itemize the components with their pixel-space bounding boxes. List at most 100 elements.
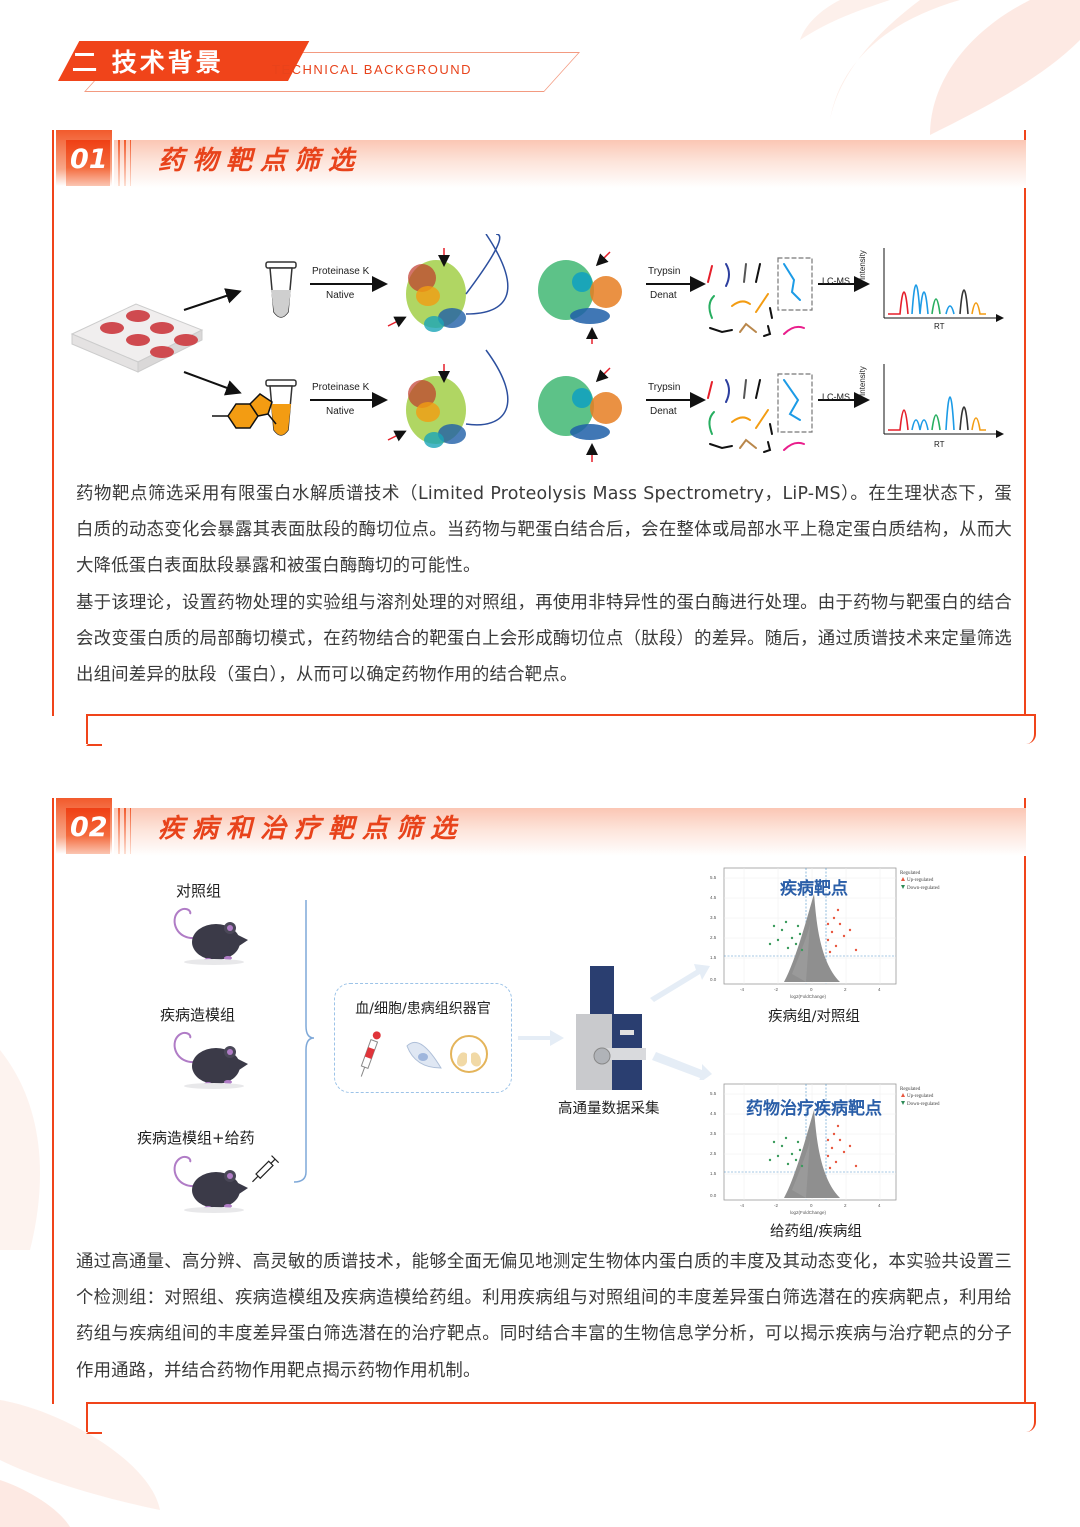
- mouse-icon-disease: [173, 1031, 249, 1090]
- section-head-band: [114, 808, 1026, 856]
- svg-text:2: 2: [844, 987, 847, 992]
- syringe-icon: [252, 1155, 280, 1183]
- label-rt: RT: [934, 322, 945, 331]
- svg-text:0.0: 0.0: [710, 977, 717, 982]
- drug-molecule-icon: [212, 393, 277, 429]
- sample-types-box: 血/细胞/患病组织器官: [334, 983, 512, 1093]
- peptide-fragments-drug: [707, 373, 813, 453]
- svg-text:1.5: 1.5: [710, 955, 717, 960]
- group-label-disease-model-drug: 疾病造模组+给药: [137, 1129, 255, 1147]
- label-intensity: Intensity: [858, 366, 867, 396]
- label-native: Native: [326, 406, 355, 417]
- protein-structure-cleaved-control: [538, 251, 622, 344]
- svg-text:Down-regulated: Down-regulated: [907, 1102, 940, 1107]
- label-lc-ms: LC-MS: [822, 276, 851, 286]
- instrument-label: 高通量数据采集: [558, 1101, 660, 1117]
- page-title: 二 技术背景: [72, 48, 224, 77]
- card-border: [52, 130, 1026, 716]
- svg-text:-4: -4: [740, 1203, 744, 1208]
- decor-stripes: [118, 808, 138, 854]
- chromatogram-control: [883, 248, 1004, 322]
- leaf-decoration-left: [0, 1050, 40, 1250]
- svg-text:4: 4: [878, 1203, 881, 1208]
- svg-text:5.5: 5.5: [710, 1091, 717, 1096]
- label-denat: Denat: [650, 406, 677, 417]
- label-trypsin: Trypsin: [648, 266, 681, 277]
- section-body: 药物靶点筛选采用有限蛋白水解质谱技术（Limited Proteolysis M…: [76, 476, 1012, 693]
- section-title: 疾病和治疗靶点筛选: [158, 814, 465, 844]
- protein-structure-native-drug: [387, 349, 509, 448]
- svg-text:-2: -2: [774, 987, 778, 992]
- decor-stripes: [118, 140, 138, 186]
- svg-text:Regulated: Regulated: [900, 871, 921, 876]
- protein-structure-native-control: [387, 234, 509, 332]
- svg-text:4.5: 4.5: [710, 895, 717, 900]
- mouse-groups-illustration: [173, 900, 315, 1214]
- volcano-caption-treatment: 给药组/疾病组: [770, 1224, 862, 1240]
- peptide-fragments-control: [707, 257, 813, 337]
- volcano-caption-disease: 疾病组/对照组: [768, 1009, 860, 1025]
- section-number-badge: 02: [56, 798, 116, 854]
- svg-text:3.5: 3.5: [710, 915, 717, 920]
- label-proteinase-k: Proteinase K: [312, 266, 370, 277]
- svg-text:2.5: 2.5: [710, 935, 717, 940]
- volcano-title-disease: 疾病靶点: [780, 879, 848, 899]
- svg-text:2: 2: [844, 1203, 847, 1208]
- svg-text:log2(FoldChange): log2(FoldChange): [790, 1210, 827, 1215]
- flow-arrows: [518, 964, 712, 1080]
- protein-structure-cleaved-drug: [538, 367, 622, 462]
- svg-text:log2(FoldChange): log2(FoldChange): [790, 994, 827, 999]
- paragraph: 基于该理论，设置药物处理的实验组与溶剂处理的对照组，再使用非特异性的蛋白酶进行处…: [76, 592, 1012, 686]
- leaf-decoration-top-right: [800, 0, 1080, 135]
- cell-icon: [406, 1041, 442, 1069]
- svg-text:Up-regulated: Up-regulated: [907, 1094, 934, 1099]
- card-fold: [86, 1402, 1036, 1434]
- svg-text:Regulated: Regulated: [900, 1087, 921, 1092]
- svg-text:-2: -2: [774, 1203, 778, 1208]
- label-lc-ms: LC-MS: [822, 392, 851, 402]
- svg-text:5.5: 5.5: [710, 875, 717, 880]
- svg-text:2.5: 2.5: [710, 1151, 717, 1156]
- section-disease-treatment-target-screening: 02 疾病和治疗靶点筛选 通过高通量、高分辨、高灵敏的质谱技术，能够全面无偏见地…: [52, 798, 1036, 1434]
- paragraph: 通过高通量、高分辨、高灵敏的质谱技术，能够全面无偏见地测定生物体内蛋白质的丰度及…: [76, 1252, 1012, 1381]
- label-denat: Denat: [650, 290, 677, 301]
- section-drug-target-screening: 01 药物靶点筛选: [52, 130, 1036, 746]
- lip-ms-workflow-diagram: [70, 234, 1004, 462]
- volcano-title-treatment: 药物治疗疾病靶点: [746, 1099, 882, 1119]
- chromatogram-drug: [883, 364, 1004, 438]
- blood-syringe-icon: [360, 1031, 381, 1077]
- svg-text:3.5: 3.5: [710, 1131, 717, 1136]
- sample-icons: [360, 1031, 488, 1077]
- label-proteinase-k: Proteinase K: [312, 382, 370, 393]
- label-native: Native: [326, 290, 355, 301]
- group-bracket: [293, 900, 315, 1183]
- svg-text:Up-regulated: Up-regulated: [907, 878, 934, 883]
- svg-text:1.5: 1.5: [710, 1171, 717, 1176]
- page-subtitle-en: TECHNICAL BACKGROUND: [272, 62, 472, 77]
- svg-text:0: 0: [810, 1203, 813, 1208]
- label-trypsin: Trypsin: [648, 382, 681, 393]
- group-label-disease-model: 疾病造模组: [160, 1006, 236, 1024]
- group-label-control: 对照组: [176, 882, 222, 900]
- section-head-band: [114, 140, 1026, 188]
- mouse-icon-disease-drug: [173, 1155, 249, 1214]
- mouse-icon-control: [173, 907, 249, 966]
- card-border: [52, 798, 1026, 1404]
- svg-text:0: 0: [810, 987, 813, 992]
- label-rt: RT: [934, 440, 945, 449]
- lungs-icon: [450, 1035, 488, 1073]
- svg-text:Down-regulated: Down-regulated: [907, 886, 940, 891]
- mass-spectrometer-icon: [576, 966, 646, 1090]
- well-plate-icon: [70, 303, 204, 373]
- sample-types-label: 血/细胞/患病组织器官: [355, 1001, 491, 1017]
- tube-icon-control: [265, 261, 297, 318]
- section-number-badge: 01: [56, 130, 116, 186]
- main-header: 二 技术背景 TECHNICAL BACKGROUND: [36, 40, 581, 94]
- svg-text:4.5: 4.5: [710, 1111, 717, 1116]
- label-intensity: Intensity: [858, 250, 867, 280]
- paragraph: 药物靶点筛选采用有限蛋白水解质谱技术（Limited Proteolysis M…: [76, 484, 1012, 577]
- section-body: 通过高通量、高分辨、高灵敏的质谱技术，能够全面无偏见地测定生物体内蛋白质的丰度及…: [76, 1244, 1012, 1389]
- section-title: 药物靶点筛选: [158, 146, 363, 176]
- svg-text:-4: -4: [740, 987, 744, 992]
